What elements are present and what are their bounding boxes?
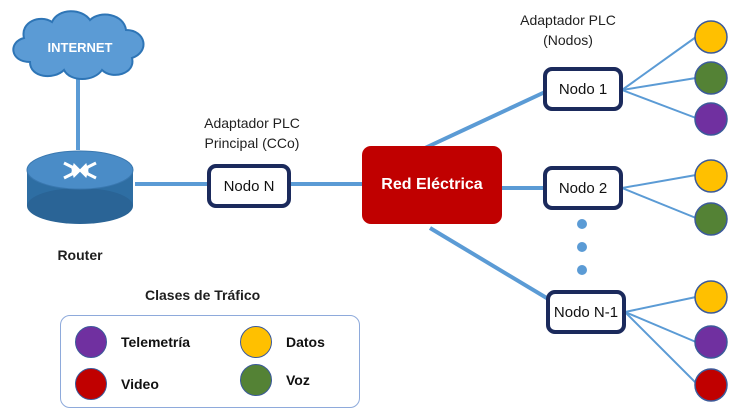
connections bbox=[76, 36, 697, 384]
nodes-adapter-line1: Adaptador PLC bbox=[520, 12, 616, 28]
nodo1-branch-yellow bbox=[621, 36, 697, 91]
nodo1-telemetria-circle bbox=[694, 102, 728, 136]
legend-item-voz: Voz bbox=[240, 364, 310, 396]
nodo2-datos-circle bbox=[694, 159, 728, 193]
nodonm1-video-circle bbox=[694, 368, 728, 402]
nodes-adapter-label: Adaptador PLC (Nodos) bbox=[503, 10, 633, 50]
traffic-circles bbox=[694, 20, 728, 402]
nodo1-branch-green bbox=[621, 77, 697, 91]
cco-adapter-line1: Adaptador PLC bbox=[204, 115, 300, 131]
internet-label: INTERNET bbox=[47, 40, 113, 55]
nodonm1-datos-circle bbox=[694, 280, 728, 314]
nodo2-branch-green bbox=[621, 187, 697, 219]
video-swatch bbox=[75, 368, 107, 400]
telemetria-swatch bbox=[75, 326, 107, 358]
nodo2-branch-yellow bbox=[621, 174, 697, 189]
node-n-minus-1: Nodo N-1 bbox=[546, 290, 626, 334]
datos-swatch bbox=[240, 326, 272, 358]
nodo1-datos-circle bbox=[694, 20, 728, 54]
internet-cloud-icon bbox=[12, 10, 145, 80]
nodo1-branch-purple bbox=[621, 89, 697, 119]
ellipsis-dots bbox=[577, 219, 587, 275]
legend-label-video: Video bbox=[121, 376, 159, 392]
cco-adapter-line2: Principal (CCo) bbox=[204, 135, 300, 151]
nodo1-voz-circle bbox=[694, 61, 728, 95]
router-label: Router bbox=[57, 247, 103, 263]
nodes-adapter-line2: (Nodos) bbox=[543, 32, 593, 48]
router-icon bbox=[26, 150, 134, 224]
legend-item-video: Video bbox=[75, 368, 159, 400]
legend-box bbox=[60, 315, 360, 408]
legend-item-telemetria: Telemetría bbox=[75, 326, 190, 358]
electric-network-box: Red Eléctrica bbox=[362, 146, 502, 224]
node-1: Nodo 1 bbox=[543, 67, 623, 111]
legend-title: Clases de Tráfico bbox=[145, 287, 261, 303]
legend-item-datos: Datos bbox=[240, 326, 325, 358]
legend-label-telemetria: Telemetría bbox=[121, 334, 190, 350]
node-2: Nodo 2 bbox=[543, 166, 623, 210]
red-nodonm1-link bbox=[428, 226, 552, 302]
nodonm1-branch-purple bbox=[624, 311, 697, 343]
legend-label-voz: Voz bbox=[286, 372, 310, 388]
legend-label-datos: Datos bbox=[286, 334, 325, 350]
nodonm1-telemetria-circle bbox=[694, 325, 728, 359]
node-n: Nodo N bbox=[207, 164, 291, 208]
red-nodo1-link bbox=[424, 90, 546, 150]
cco-adapter-label: Adaptador PLC Principal (CCo) bbox=[182, 113, 322, 153]
voz-swatch bbox=[240, 364, 272, 396]
nodonm1-branch-red bbox=[624, 311, 697, 384]
nodonm1-branch-yellow bbox=[624, 296, 697, 313]
nodo2-voz-circle bbox=[694, 202, 728, 236]
